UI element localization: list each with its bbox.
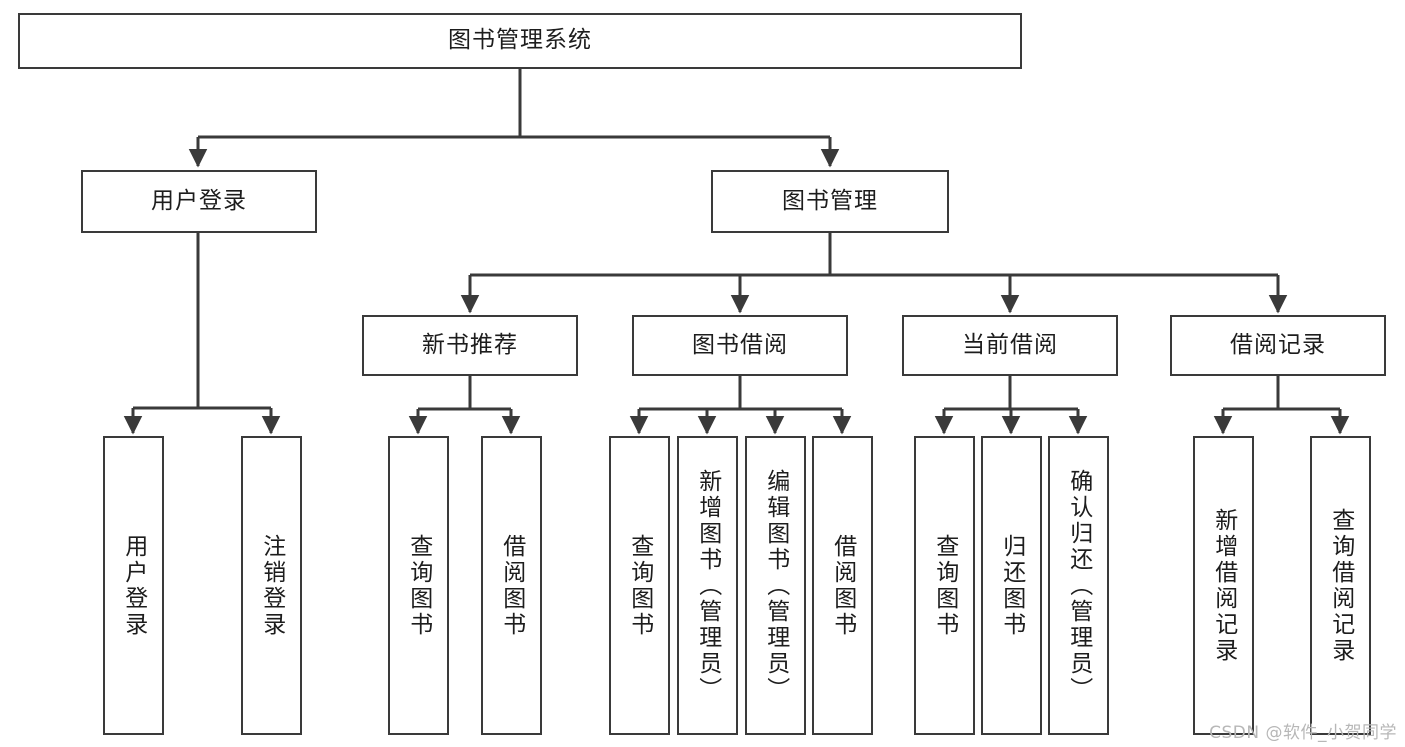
node-label: 图书管理系统 [448,27,592,54]
leaf-new-book-query-book[interactable]: 查询图书 [388,436,449,735]
node-label: 借阅图书 [829,533,856,638]
node-label: 确认归还（管理员） [1065,468,1092,703]
node-borrow-record[interactable]: 借阅记录 [1170,315,1386,376]
leaf-book-borrow-borrow-book[interactable]: 借阅图书 [812,436,873,735]
leaf-borrow-record-query-record[interactable]: 查询借阅记录 [1310,436,1371,735]
node-label: 用户登录 [151,187,247,214]
leaf-user-login-login[interactable]: 用户登录 [103,436,164,735]
node-book-borrow[interactable]: 图书借阅 [632,315,848,376]
node-label: 借阅记录 [1230,331,1326,358]
node-current-borrow[interactable]: 当前借阅 [902,315,1118,376]
node-label: 查询图书 [626,533,653,638]
csdn-watermark: CSDN @软件_小贺同学 [1209,723,1397,743]
leaf-current-borrow-query-book[interactable]: 查询图书 [914,436,975,735]
node-root-book-management-system[interactable]: 图书管理系统 [18,13,1022,69]
node-label: 注销登录 [258,533,285,638]
node-label: 新书推荐 [422,331,518,358]
node-label: 查询图书 [931,533,958,638]
leaf-book-borrow-add-book-admin[interactable]: 新增图书（管理员） [677,436,738,735]
leaf-user-login-logout[interactable]: 注销登录 [241,436,302,735]
node-user-login[interactable]: 用户登录 [81,170,317,233]
leaf-borrow-record-add-record[interactable]: 新增借阅记录 [1193,436,1254,735]
leaf-current-borrow-confirm-return-admin[interactable]: 确认归还（管理员） [1048,436,1109,735]
node-new-book-recommend[interactable]: 新书推荐 [362,315,578,376]
node-label: 编辑图书（管理员） [762,468,789,703]
leaf-book-borrow-query-book[interactable]: 查询图书 [609,436,670,735]
node-label: 用户登录 [120,533,147,638]
leaf-new-book-borrow-book[interactable]: 借阅图书 [481,436,542,735]
node-label: 图书管理 [782,187,878,214]
node-label: 查询借阅记录 [1327,507,1354,664]
node-label: 图书借阅 [692,331,788,358]
leaf-book-borrow-edit-book-admin[interactable]: 编辑图书（管理员） [745,436,806,735]
node-label: 当前借阅 [962,331,1058,358]
leaf-current-borrow-return-book[interactable]: 归还图书 [981,436,1042,735]
node-book-management[interactable]: 图书管理 [711,170,949,233]
node-label: 新增借阅记录 [1210,507,1237,664]
node-label: 新增图书（管理员） [694,468,721,703]
node-label: 借阅图书 [498,533,525,638]
node-label: 查询图书 [405,533,432,638]
node-label: 归还图书 [998,533,1025,638]
